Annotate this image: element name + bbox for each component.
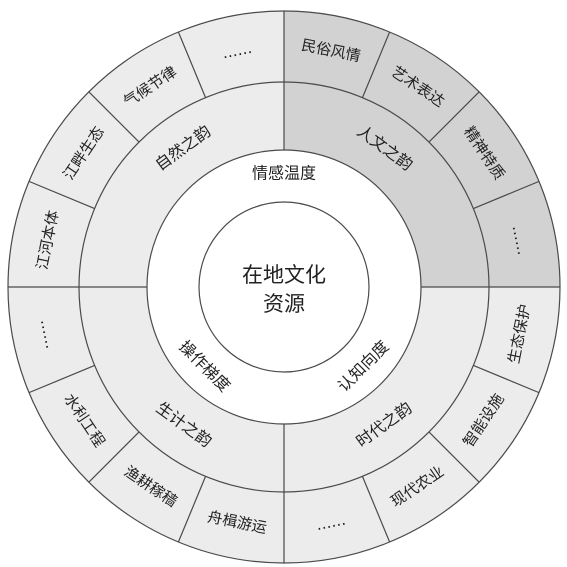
sector-times: [284, 287, 560, 563]
segment-divider: [28, 364, 95, 394]
outer-segment-label: ……: [509, 224, 533, 257]
segment-divider: [88, 91, 140, 143]
center-label-line-1: 在地文化: [242, 263, 326, 287]
segment-divider: [428, 91, 480, 143]
inner-ring-fill: [147, 150, 421, 424]
inner-ring-label: 情感温度: [252, 164, 316, 183]
segment-divider: [473, 180, 540, 210]
segment-divider: [88, 431, 140, 483]
ring-circle-4: [198, 201, 370, 373]
segment-divider: [361, 31, 391, 98]
center-label-line-2: 资源: [263, 292, 305, 316]
sector-livelihood: [8, 287, 284, 563]
segment-divider: [361, 476, 391, 543]
sector-nature: [8, 11, 284, 287]
outer-segment-label: ……: [37, 317, 61, 350]
segment-divider: [177, 476, 207, 543]
segment-divider: [177, 31, 207, 98]
segment-divider: [473, 364, 540, 394]
segment-divider: [28, 180, 95, 210]
divider-layer: [7, 10, 561, 564]
segment-divider: [428, 431, 480, 483]
sector-layer: [8, 11, 560, 563]
outer-segment-label: ……: [221, 39, 254, 63]
outer-segment-label: ……: [314, 511, 347, 535]
sector-humanities: [284, 11, 560, 287]
